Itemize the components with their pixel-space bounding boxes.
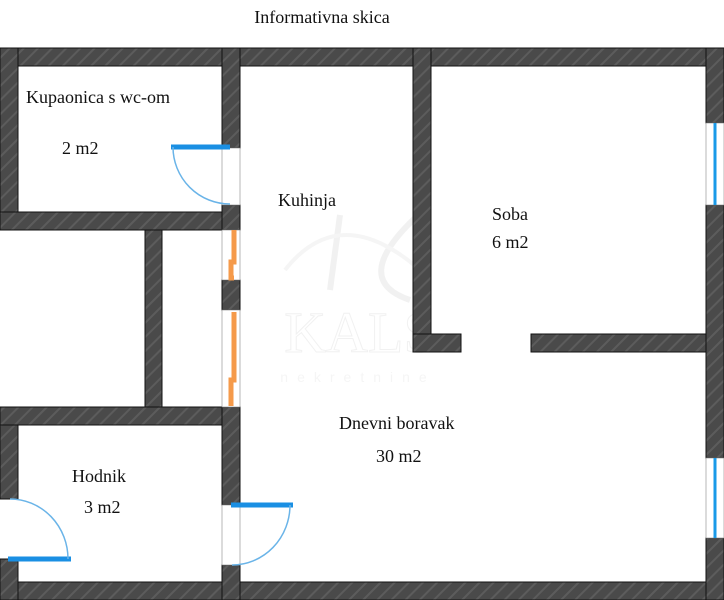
- wall-right-1: [705, 47, 724, 124]
- wall-room-bottom-right: [530, 333, 724, 353]
- wall-bath-bottom: [0, 211, 241, 231]
- wall-room-left: [412, 47, 432, 353]
- room-name-living: Dnevni boravak: [339, 413, 454, 433]
- svg-text:nekretnine: nekretnine: [280, 369, 435, 385]
- wall-middle: [144, 229, 163, 408]
- wall-top: [0, 47, 724, 67]
- room-area-living: 30 m2: [376, 446, 422, 466]
- wall-kitchen-pillar: [221, 279, 241, 311]
- wall-hall-right-low: [221, 564, 241, 600]
- wall-bath-right-low: [221, 204, 241, 231]
- room-name-kitchen: Kuhinja: [278, 190, 336, 210]
- door-hall-living: [221, 502, 293, 566]
- kitchen-partition: [221, 229, 241, 408]
- room-area-bathroom: 2 m2: [62, 138, 99, 158]
- plan-title: Informativna skica: [254, 7, 389, 27]
- wall-right-2: [705, 204, 724, 459]
- window-room: [705, 122, 724, 206]
- kals-watermark-logo: KALS nekretnine: [280, 214, 436, 385]
- room-name-bathroom: Kupaonica s wc-om: [26, 87, 170, 107]
- wall-hall-right: [221, 406, 241, 506]
- door-bathroom: [171, 144, 241, 206]
- room-name-hall: Hodnik: [72, 466, 126, 486]
- wall-left-bottom: [0, 558, 19, 600]
- wall-room-bottom-left: [412, 333, 462, 353]
- window-living: [705, 457, 724, 539]
- wall-right-3: [705, 537, 724, 600]
- walls: [0, 47, 724, 600]
- room-area-room: 6 m2: [492, 232, 529, 252]
- wall-bath-right: [221, 47, 241, 149]
- wall-bottom: [0, 581, 724, 600]
- svg-text:KALS: KALS: [284, 300, 435, 365]
- door-entrance: [8, 498, 71, 562]
- room-area-hall: 3 m2: [84, 497, 121, 517]
- room-name-room: Soba: [492, 204, 528, 224]
- wall-hall-top: [0, 406, 241, 426]
- wall-left-upper: [0, 47, 19, 231]
